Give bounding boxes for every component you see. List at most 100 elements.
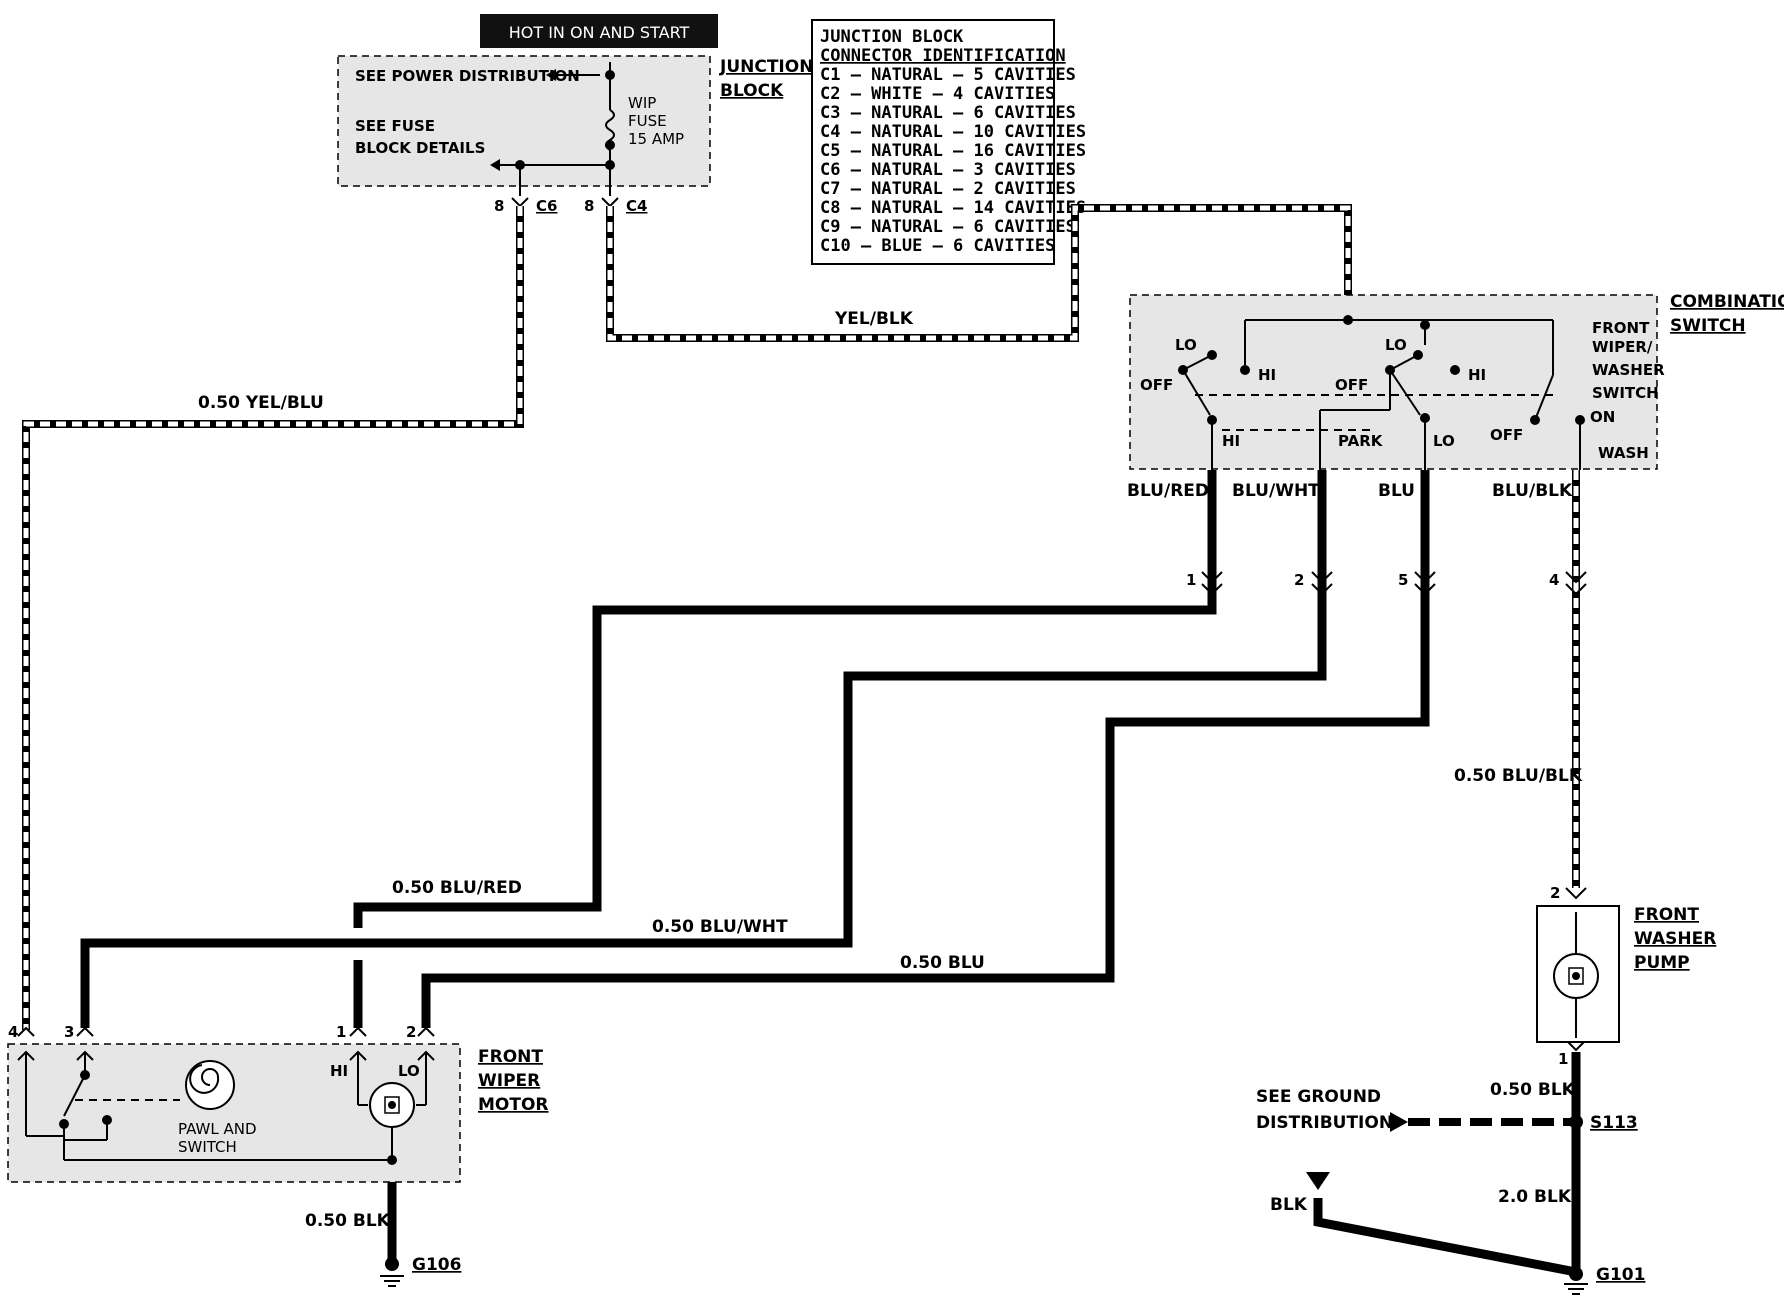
sw-off3: OFF [1490, 426, 1523, 444]
sw-hi1: HI [1258, 366, 1276, 384]
sw-hi2: HI [1468, 366, 1486, 384]
sw-pin-4: 4 [1549, 571, 1559, 589]
legend-box [811, 19, 1055, 265]
washer-pump-icon [1553, 953, 1599, 999]
sw-lo1: LO [1175, 336, 1197, 354]
fuse-label-line1: WIP [628, 94, 656, 112]
yel-blu-label: 0.50 YEL/BLU [198, 393, 324, 413]
ground-g106-icon [380, 1257, 404, 1287]
blu-wht-top-label: BLU/WHT [1232, 481, 1320, 501]
blu-blk-label: 0.50 BLU/BLK [1454, 766, 1583, 786]
legend-item: C2 – WHITE – 4 CAVITIES [820, 84, 1055, 104]
blu-red-top-label: BLU/RED [1127, 481, 1209, 501]
ground-g101-icon [1564, 1267, 1588, 1295]
see-fuse-line1[interactable]: SEE FUSE [355, 117, 435, 135]
wiper-motor-title-1: FRONT [478, 1047, 543, 1067]
pawl-label-2: SWITCH [178, 1138, 237, 1156]
sw-wash: WASH [1598, 444, 1649, 462]
sw-sub-1: FRONT [1592, 319, 1650, 337]
see-power-distribution[interactable]: SEE POWER DISTRIBUTION [355, 67, 580, 85]
wire-blu[interactable] [421, 470, 1430, 1028]
see-ground-line1[interactable]: SEE GROUND [1256, 1087, 1381, 1107]
wire-yel-blk[interactable] [606, 204, 1352, 342]
s113-label: S113 [1590, 1113, 1638, 1133]
legend-item: C1 – NATURAL – 5 CAVITIES [820, 65, 1076, 85]
see-ground-line2[interactable]: DISTRIBUTION [1256, 1113, 1393, 1133]
c6-connector-icon [511, 197, 529, 208]
legend-item: C4 – NATURAL – 10 CAVITIES [820, 122, 1086, 142]
blk-motor-label: 0.50 BLK [305, 1211, 391, 1231]
fuse-node-top [605, 70, 615, 80]
legend-title-2: CONNECTOR IDENTIFICATION [820, 46, 1066, 66]
c6-pin: 8 [494, 197, 504, 215]
washer-pump-title-1: FRONT [1634, 905, 1699, 925]
blu-blk-top-label: BLU/BLK [1492, 481, 1573, 501]
wire-blu-red[interactable] [353, 470, 1217, 928]
power-banner-box [480, 14, 718, 48]
motor-internals [25, 1052, 427, 1165]
legend-item: C7 – NATURAL – 2 CAVITIES [820, 179, 1076, 199]
washer-pump-title-3: PUMP [1634, 953, 1690, 973]
c4-id: C4 [626, 197, 647, 215]
sw-pin-2: 2 [1294, 571, 1304, 589]
switch-internals [1178, 315, 1585, 470]
power-banner: HOT IN ON AND START [509, 23, 690, 42]
legend-items: C1 – NATURAL – 5 CAVITIES C2 – WHITE – 4… [820, 65, 1086, 256]
motor-pin-4: 4 [8, 1023, 18, 1041]
blu-label: 0.50 BLU [900, 953, 985, 973]
sw-off2: OFF [1335, 376, 1368, 394]
combination-switch-title-2: SWITCH [1670, 316, 1746, 336]
legend-item: C9 – NATURAL – 6 CAVITIES [820, 217, 1076, 237]
legend-item: C3 – NATURAL – 6 CAVITIES [820, 103, 1076, 123]
blk-pump-label: 0.50 BLK [1490, 1080, 1576, 1100]
sw-hi-bottom: HI [1222, 432, 1240, 450]
motor-pin-3: 3 [64, 1023, 74, 1041]
g101-label: G101 [1596, 1265, 1645, 1285]
sw-park: PARK [1338, 432, 1384, 450]
wire-blu-wht[interactable] [80, 470, 1327, 1028]
ground-tap-icon [1306, 1172, 1330, 1190]
sw-off1: OFF [1140, 376, 1173, 394]
blu-red-label: 0.50 BLU/RED [392, 878, 522, 898]
see-fuse-line2[interactable]: BLOCK DETAILS [355, 139, 485, 157]
sw-lo2: LO [1385, 336, 1407, 354]
pump-pin-1: 1 [1558, 1050, 1568, 1068]
wiper-motor-title-2: WIPER [478, 1071, 540, 1091]
switch-connectors [1201, 571, 1587, 596]
wire-yel-blu[interactable] [22, 206, 524, 1030]
sw-lo-bottom: LO [1433, 432, 1455, 450]
c4-pin: 8 [584, 197, 594, 215]
c4-connector-icon [601, 197, 619, 208]
sw-sub-3: WASHER [1592, 361, 1665, 379]
legend-item: C8 – NATURAL – 14 CAVITIES [820, 198, 1086, 218]
wire-blk-2[interactable] [1313, 1198, 1577, 1277]
motor-pin-2: 2 [406, 1023, 416, 1041]
fuse-node-mid [605, 140, 615, 150]
motor-hi: HI [330, 1062, 348, 1080]
yel-blk-label: YEL/BLK [834, 309, 914, 329]
wiper-motor-title-3: MOTOR [478, 1095, 549, 1115]
blu-top-label: BLU [1378, 481, 1415, 501]
power-arrow-icon [546, 69, 556, 81]
legend-item: C5 – NATURAL – 16 CAVITIES [820, 141, 1086, 161]
motor-lo: LO [398, 1062, 420, 1080]
sw-sub-2: WIPER/ [1592, 338, 1653, 356]
legend-title-1: JUNCTION BLOCK [820, 27, 964, 47]
fuse-label-line3: 15 AMP [628, 130, 684, 148]
sw-pin-5: 5 [1398, 571, 1408, 589]
wiper-motor-icon [369, 1082, 415, 1128]
sw-sub-4: SWITCH [1592, 384, 1659, 402]
junction-block-title-2: BLOCK [720, 81, 784, 101]
s113-splice-icon [1569, 1115, 1583, 1129]
sw-pin-1: 1 [1186, 571, 1196, 589]
ground-distribution-arrow-icon [1390, 1112, 1408, 1132]
g106-label: G106 [412, 1255, 461, 1275]
blu-wht-label: 0.50 BLU/WHT [652, 917, 788, 937]
legend-item: C6 – NATURAL – 3 CAVITIES [820, 160, 1076, 180]
combination-switch-box [1129, 294, 1658, 470]
c6-id: C6 [536, 197, 557, 215]
pump-pin-2: 2 [1550, 884, 1560, 902]
fuse-details-arrow-icon [490, 159, 500, 171]
blk-label: BLK [1270, 1195, 1308, 1215]
